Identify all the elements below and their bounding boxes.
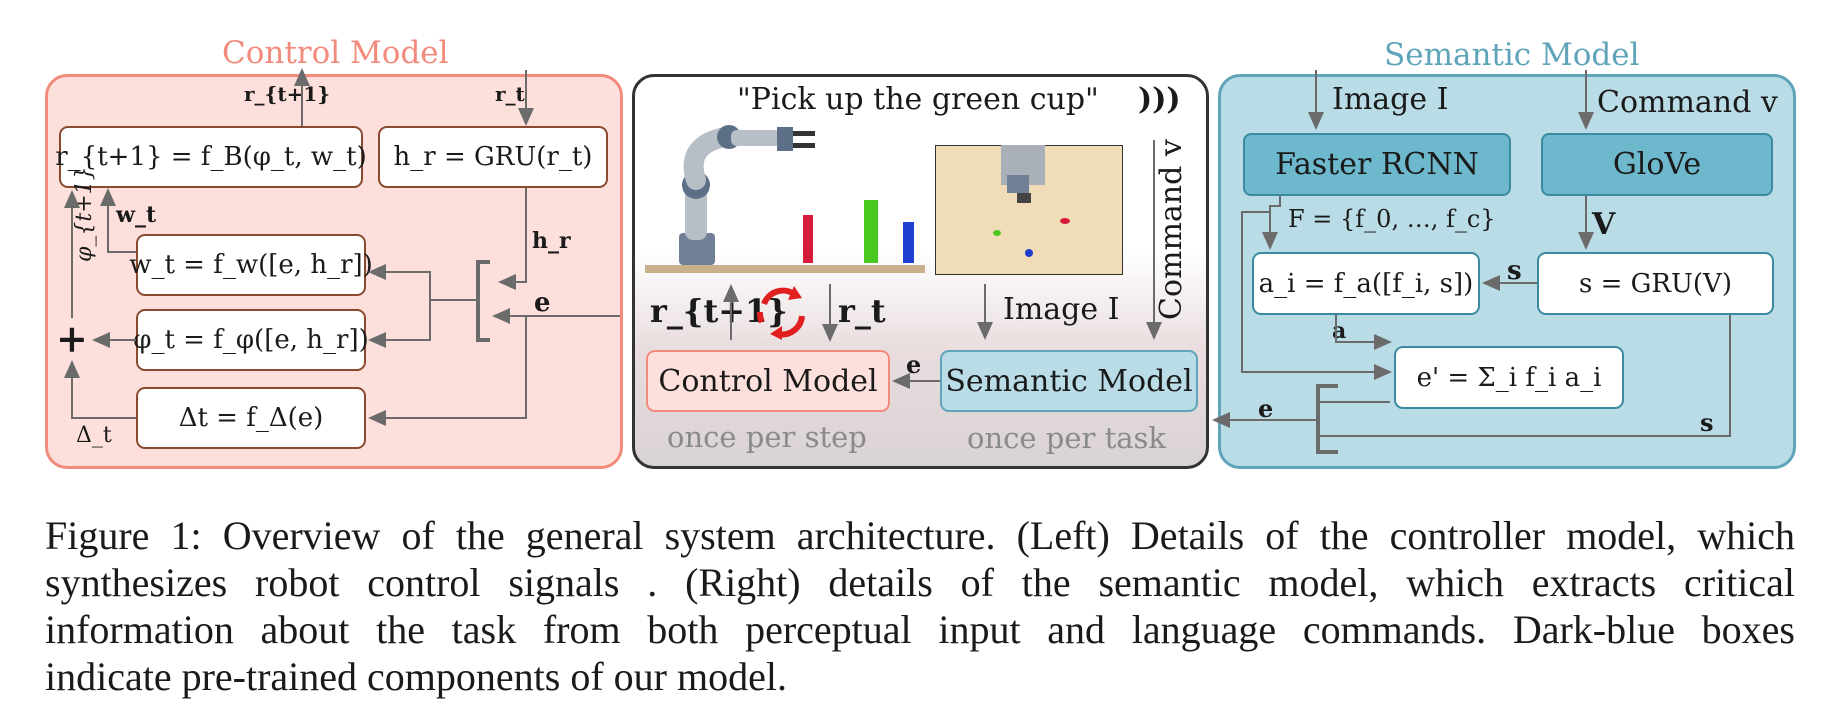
command-v-input-label: Command v (1597, 85, 1778, 120)
cycle-icon (756, 286, 805, 340)
speaker-icon: ))) (1138, 82, 1181, 117)
s-label: s (1507, 256, 1522, 286)
fphi-box: φ_t = f_φ([e, h_r]) (133, 309, 369, 371)
input-signal-label: r_t (495, 82, 525, 106)
fw-box: w_t = f_w([e, h_r]) (129, 234, 373, 296)
plus-sign: + (56, 316, 88, 361)
glove-box: GloVe (1541, 133, 1773, 196)
semantic-model-box: Semantic Model (940, 350, 1198, 412)
caption-line-1: Figure 1: Overview of the general system… (45, 513, 1795, 558)
output-signal-label: r_{t+1} (244, 82, 331, 106)
robot-arm-illustration (645, 125, 925, 273)
delta-label: Δ_t (76, 423, 112, 448)
e-control-label: e (534, 288, 551, 318)
once-per-step-label: once per step (667, 420, 867, 454)
hr-label: h_r (532, 228, 571, 254)
gru-control-box: h_r = GRU(r_t) (378, 126, 608, 188)
top-down-scene (993, 145, 1070, 257)
once-per-task-label: once per task (967, 421, 1166, 455)
fb-output-box: r_{t+1} = f_B(φ_t, w_t) (55, 126, 367, 188)
r-now-label: r_t (838, 292, 886, 330)
caption-line-4: indicate pre-trained components of our m… (45, 654, 787, 699)
control-model-box: Control Model (646, 350, 890, 412)
gru-semantic-box: s = GRU(V) (1537, 252, 1774, 315)
e-center-label: e (906, 350, 922, 379)
v-label: V (1592, 207, 1616, 242)
s-output-label: s (1700, 408, 1714, 437)
control-model-title: Control Model (222, 35, 449, 71)
image-i-input-label: Image I (1332, 82, 1449, 117)
wt-label: w_t (116, 202, 157, 228)
attention-ai-box: a_i = f_a([f_i, s]) (1252, 252, 1480, 315)
caption-line-3: information about the task from both per… (45, 607, 1795, 652)
image-i-center-label: Image I (1003, 292, 1120, 327)
command-quote: "Pick up the green cup" (737, 82, 1099, 117)
figure-caption: Figure 1: Overview of the general system… (45, 512, 1795, 700)
caption-line-2: synthesizes robot control signals . (Rig… (45, 560, 1795, 605)
semantic-model-title: Semantic Model (1384, 37, 1640, 73)
fdelta-box: Δt = f_Δ(e) (136, 387, 366, 449)
feature-set-label: F = {f_0, …, f_c} (1288, 205, 1496, 233)
e-output-label: e (1258, 394, 1274, 423)
weighted-sum-box: e' = Σ_i f_i a_i (1394, 346, 1624, 409)
faster-rcnn-box: Faster RCNN (1243, 133, 1511, 196)
